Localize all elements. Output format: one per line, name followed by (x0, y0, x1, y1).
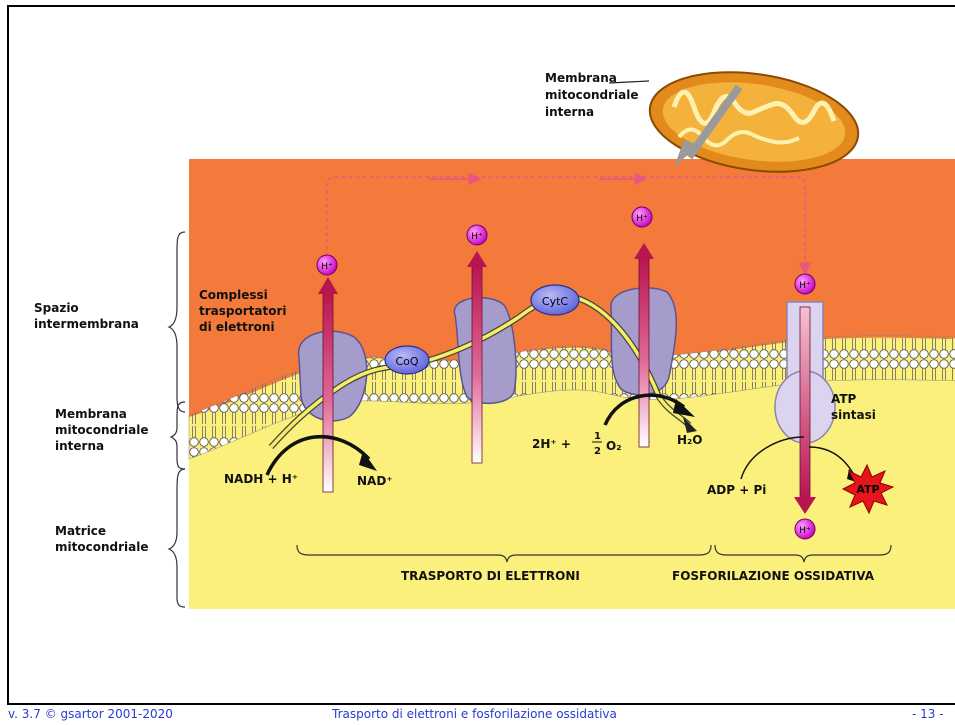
svg-text:H⁺: H⁺ (799, 281, 811, 291)
matrix-line1: Matrice (55, 524, 106, 538)
half-denominator: 2 (594, 446, 601, 457)
nad-label: NAD⁺ (357, 474, 393, 488)
inner-membrane-line2: mitocondriale (55, 423, 148, 437)
footer-page: - 13 - (912, 707, 944, 721)
intermembrane-line1: Spazio (34, 301, 79, 315)
membrane-top-line3: interna (545, 105, 594, 119)
coq-label: CoQ (395, 355, 418, 368)
footer-title: Trasporto di elettroni e fosforilazione … (332, 707, 617, 721)
complexes-line3: di elettroni (199, 320, 275, 334)
water-reaction-left: 2H⁺ + (532, 437, 571, 451)
proton-3: H⁺ (632, 207, 652, 227)
membrane-top-line1: Membrana (545, 71, 617, 85)
svg-text:H⁺: H⁺ (321, 262, 333, 272)
cytc-label: CytC (542, 295, 569, 308)
svg-text:H⁺: H⁺ (636, 214, 648, 224)
footer-version: v. 3.7 © gsartor 2001-2020 (8, 707, 173, 721)
slide-frame: CoQ CytC H⁺ H⁺ H⁺ H⁺ H⁺ ATP Membran (7, 5, 955, 705)
phosphorylation-label: FOSFORILAZIONE OSSIDATIVA (672, 569, 875, 583)
inner-membrane-line1: Membrana (55, 407, 127, 421)
atp-synthase-line1: ATP (831, 392, 857, 406)
inner-membrane-line3: interna (55, 439, 104, 453)
o2-label: O₂ (606, 439, 621, 453)
intermembrane-line2: intermembrana (34, 317, 139, 331)
matrix-line2: mitocondriale (55, 540, 148, 554)
transport-label: TRASPORTO DI ELETTRONI (401, 569, 580, 583)
electron-transport-diagram: CoQ CytC H⁺ H⁺ H⁺ H⁺ H⁺ ATP Membran (9, 7, 955, 707)
svg-text:H⁺: H⁺ (799, 526, 811, 536)
svg-text:H⁺: H⁺ (471, 232, 483, 242)
brace-intermembrane (169, 232, 185, 412)
footer: v. 3.7 © gsartor 2001-2020 Trasporto di … (0, 705, 955, 725)
proton-4: H⁺ (795, 274, 815, 294)
proton-1: H⁺ (317, 255, 337, 275)
nadh-label: NADH + H⁺ (224, 472, 298, 486)
complexes-line1: Complessi (199, 288, 268, 302)
atp-label: ATP (856, 483, 879, 496)
proton-5: H⁺ (795, 519, 815, 539)
complexes-line2: trasportatori (199, 304, 287, 318)
proton-2: H⁺ (467, 225, 487, 245)
half-numerator: 1 (594, 431, 601, 442)
water-label: H₂O (677, 433, 703, 447)
adp-label: ADP + Pi (707, 483, 766, 497)
atp-synthase-line2: sintasi (831, 408, 876, 422)
membrane-top-line2: mitocondriale (545, 88, 638, 102)
brace-matrix (169, 469, 185, 607)
